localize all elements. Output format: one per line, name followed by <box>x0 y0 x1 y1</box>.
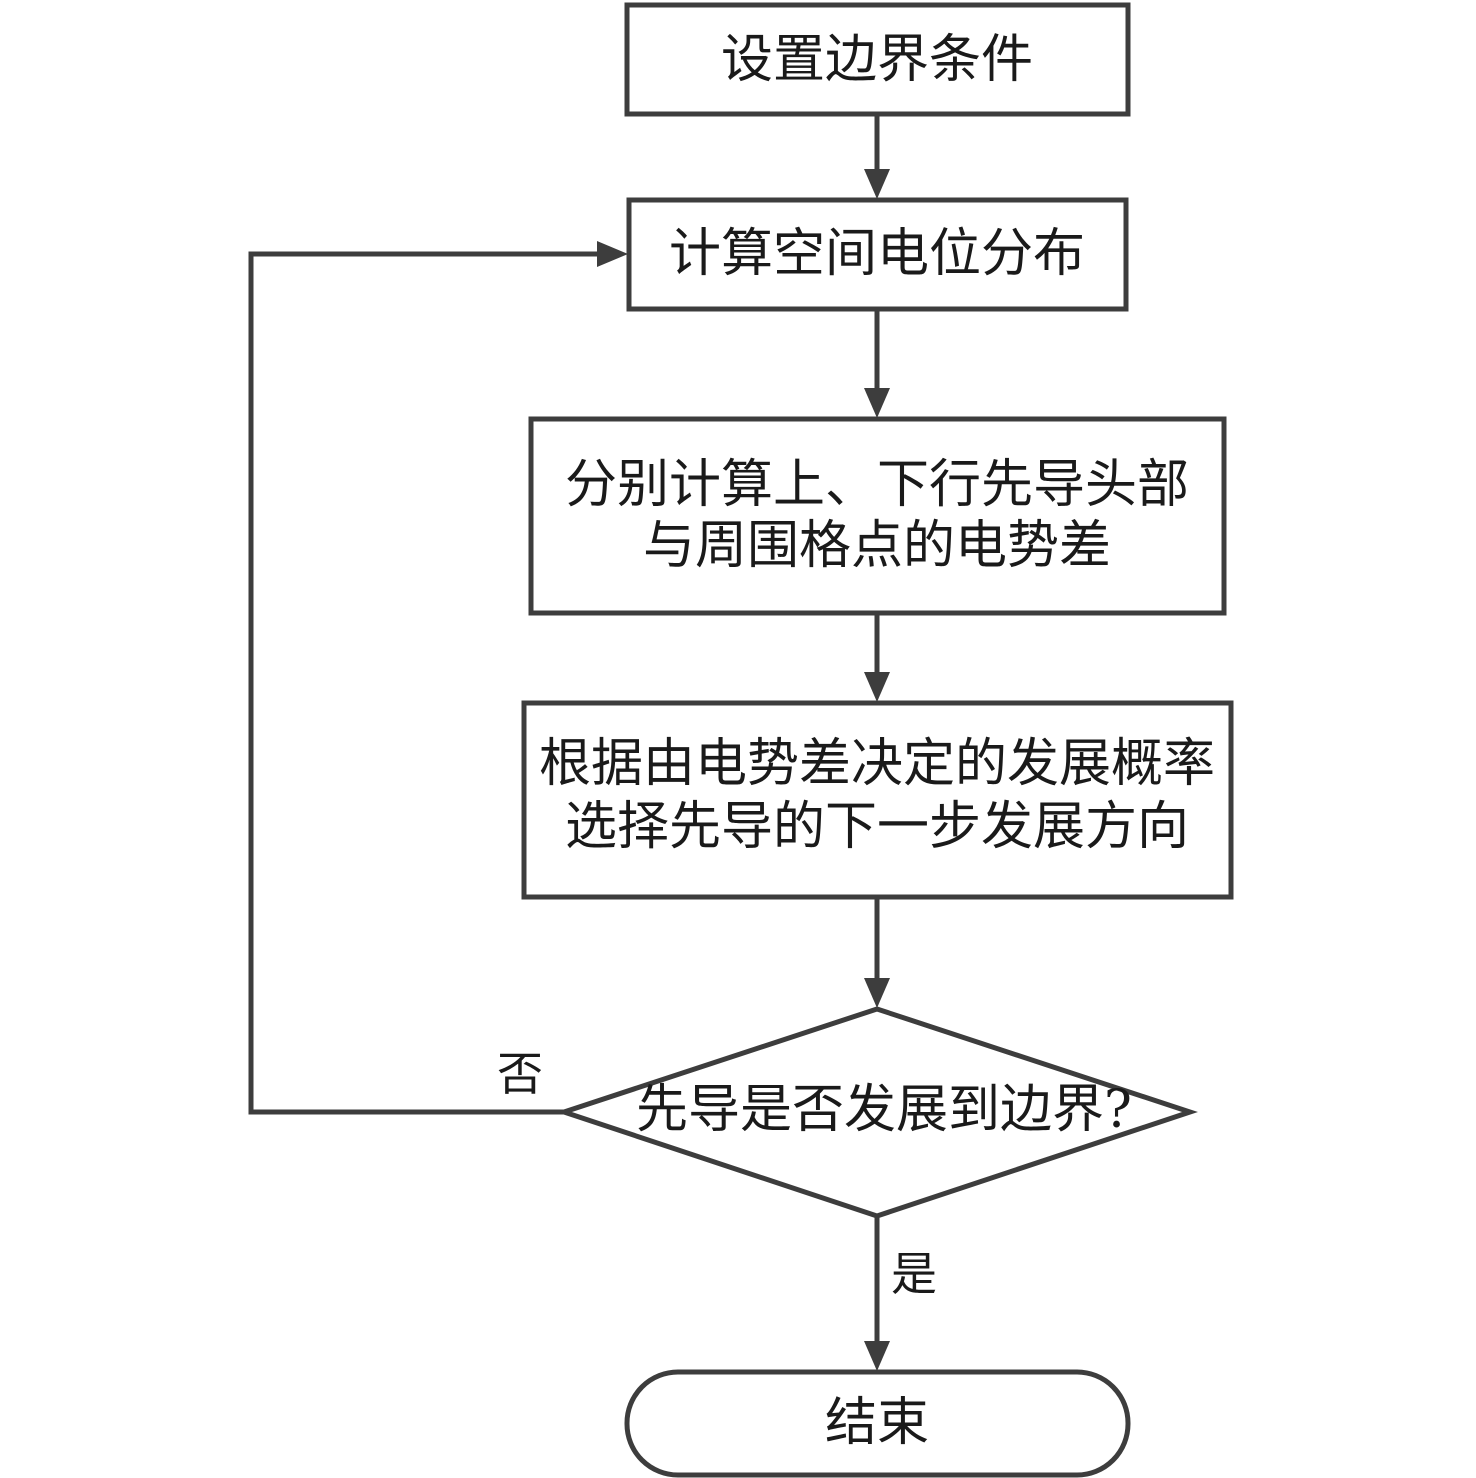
edge-label-yes: 是 <box>891 1247 937 1301</box>
node-decision: 先导是否发展到边界? <box>556 1006 1198 1219</box>
node-end-box <box>624 1369 1131 1478</box>
node-choose-direction-line-1: 根据由电势差决定的发展概率 <box>539 734 1215 794</box>
arrowhead-down <box>864 1341 890 1371</box>
edge-set-boundary-to-calc-potential <box>864 114 890 199</box>
arrowhead-right <box>597 241 628 267</box>
node-set-boundary-label: 设置边界条件 <box>721 30 1033 90</box>
node-choose-direction-line-2: 选择先导的下一步发展方向 <box>565 797 1189 857</box>
edge-decision-yes-to-end <box>864 1216 890 1371</box>
node-calc-difference-line-1: 分别计算上、下行先导头部 <box>565 455 1189 515</box>
node-calc-difference-line-2: 与周围格点的电势差 <box>643 516 1111 576</box>
edge-choose-direction-to-decision <box>864 897 890 1008</box>
arrowhead-down <box>864 672 890 702</box>
node-calc-potential: 计算空间电位分布 <box>626 197 1129 312</box>
node-calc-difference-box <box>528 416 1227 616</box>
node-calc-potential-label: 计算空间电位分布 <box>669 224 1085 284</box>
edge-label-no: 否 <box>497 1047 543 1101</box>
node-end-label: 结束 <box>825 1393 929 1453</box>
arrowhead-down <box>864 169 890 199</box>
edge-calc-potential-to-calc-difference <box>864 309 890 418</box>
node-decision-label: 先导是否发展到边界? <box>636 1080 1132 1140</box>
edge-calc-difference-to-choose-direction <box>864 613 890 702</box>
node-end: 结束 <box>624 1369 1131 1478</box>
node-set-boundary: 设置边界条件 <box>624 2 1131 117</box>
arrowhead-down <box>864 388 890 418</box>
node-calc-difference: 分别计算上、下行先导头部 与周围格点的电势差 <box>528 416 1227 616</box>
arrowhead-down <box>864 978 890 1008</box>
node-choose-direction: 根据由电势差决定的发展概率 选择先导的下一步发展方向 <box>521 700 1234 900</box>
node-set-boundary-box <box>624 2 1131 117</box>
edge-decision-no-loop-to-calc-potential <box>248 241 628 1115</box>
edge-loop-line <box>248 251 600 1115</box>
node-calc-potential-box <box>626 197 1129 312</box>
node-choose-direction-box <box>521 700 1234 900</box>
